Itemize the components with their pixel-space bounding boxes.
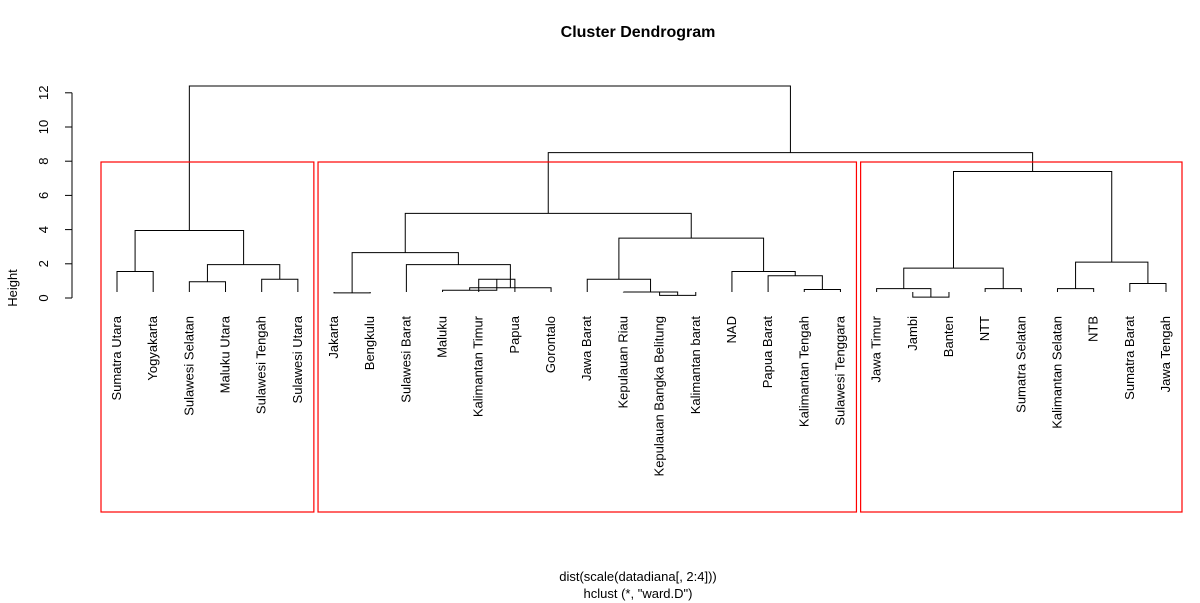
leaf-label: NAD (724, 316, 739, 343)
leaf-label: Jakarta (326, 315, 341, 358)
x-axis-label-line2: hclust (*, "ward.D") (584, 586, 693, 601)
dendrogram-link (134, 229, 245, 272)
dendrogram-link (1056, 288, 1095, 292)
leaf-label: Sumatra Utara (109, 315, 124, 400)
leaf-label: Kalimantan Selatan (1049, 316, 1064, 429)
leaf-label: Sulawesi Tengah (254, 316, 269, 414)
dendrogram-link (586, 278, 652, 293)
dendrogram-link (188, 85, 791, 231)
dendrogram-link (984, 288, 1022, 292)
y-tick-label: 10 (36, 120, 51, 134)
leaf-label: Sulawesi Utara (290, 315, 305, 403)
y-tick-label: 8 (36, 158, 51, 165)
leaf-label: Kalimantan barat (688, 316, 703, 415)
dendrogram-link (1075, 261, 1149, 289)
leaf-label: NTT (977, 316, 992, 341)
dendrogram-links (116, 85, 1167, 298)
leaf-label: Sumatra Barat (1122, 316, 1137, 400)
dendrogram-link (731, 270, 796, 292)
leaf-labels: Sumatra Utara Yogyakarta Sulawesi Selatan M… (109, 315, 1173, 476)
leaf-label: Kalimantan Tengah (796, 316, 811, 427)
leaf-label: Maluku Utara (218, 315, 233, 393)
y-axis: 0 2 4 6 8 10 12 (36, 86, 73, 302)
dendrogram-link (952, 170, 1113, 269)
leaf-label: Kalimantan Timur (471, 315, 486, 417)
leaf-label: Jawa Tengah (1158, 316, 1173, 392)
dendrogram-link (404, 212, 692, 253)
cluster-boxes (100, 161, 1183, 513)
leaf-label: Sulawesi Selatan (181, 316, 196, 416)
dendrogram-link (188, 281, 227, 292)
leaf-label: Jambi (905, 316, 920, 351)
leaf-label: NTB (1086, 316, 1101, 342)
cluster-box (860, 161, 1183, 513)
leaf-label: Jawa Timur (869, 315, 884, 382)
leaf-label: Gorontalo (543, 316, 558, 373)
leaf-label: Banten (941, 316, 956, 357)
x-axis-label-line1: dist(scale(datadiana[, 2:4])) (559, 569, 717, 584)
dendrogram-link (622, 291, 679, 296)
dendrogram-link (618, 237, 765, 280)
dendrogram-link (876, 288, 932, 298)
y-tick-label: 12 (36, 86, 51, 100)
dendrogram-link (803, 288, 841, 292)
chart-title: Cluster Dendrogram (561, 24, 716, 41)
dendrogram-link (261, 278, 299, 292)
leaf-label: Sumatra Selatan (1013, 316, 1028, 413)
leaf-label: Sulawesi Barat (398, 316, 413, 403)
leaf-label: Papua Barat (760, 316, 775, 389)
leaf-label: Jawa Barat (579, 316, 594, 381)
leaf-label: Kepulauan Bangka Belitung (652, 316, 667, 476)
dendrogram-link (116, 270, 154, 292)
dendrogram-link (1129, 282, 1167, 292)
leaf-label: Sulawesi Tenggara (832, 315, 847, 425)
cluster-box (317, 161, 858, 513)
leaf-label: Yogyakarta (145, 315, 160, 380)
leaf-label: Papua (507, 315, 522, 353)
y-tick-label: 2 (36, 260, 51, 267)
dendrogram-link (903, 267, 1004, 289)
leaf-label: Maluku (435, 316, 450, 358)
y-tick-label: 6 (36, 192, 51, 199)
y-tick-label: 0 (36, 294, 51, 301)
y-axis-label: Height (5, 269, 20, 307)
cluster-box (100, 161, 315, 513)
leaf-label: Kepulauan Riau (615, 316, 630, 409)
dendrogram-link (351, 252, 459, 293)
y-tick-label: 4 (36, 226, 51, 233)
leaf-label: Bengkulu (362, 316, 377, 370)
